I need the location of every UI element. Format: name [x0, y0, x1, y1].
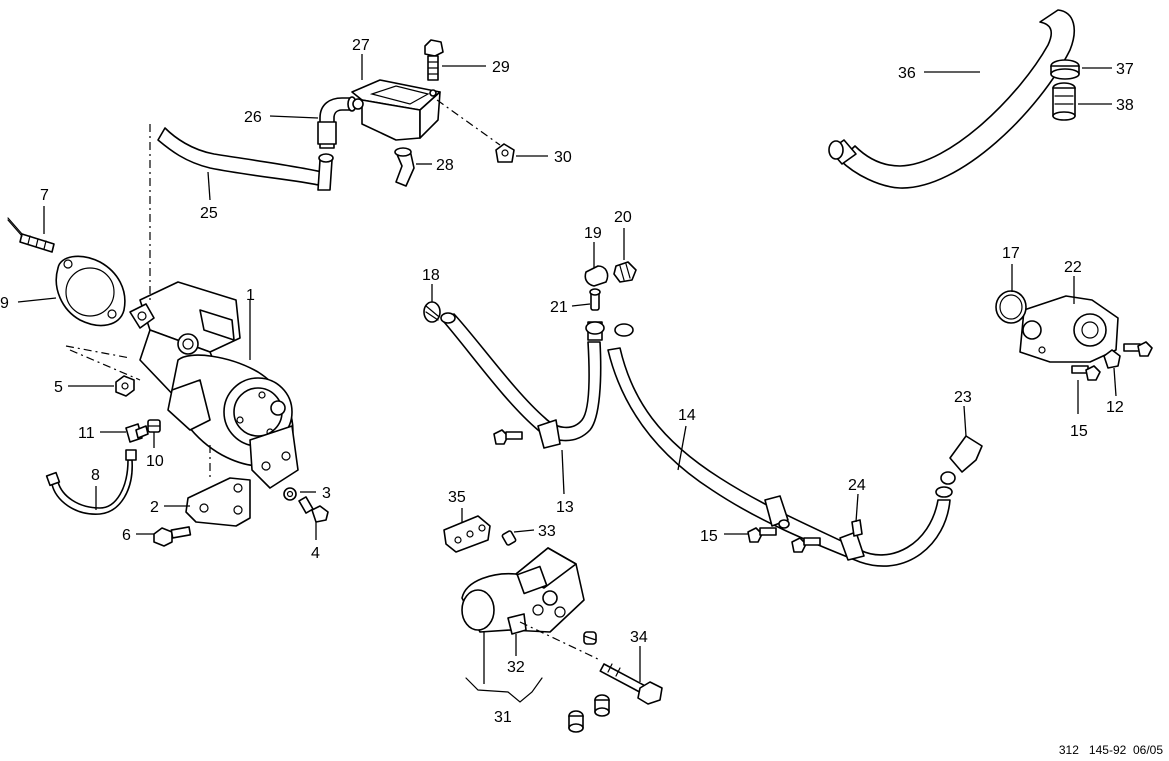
- fitting-11: [125, 423, 149, 443]
- callout-4: 4: [311, 545, 320, 562]
- callout-13: 13: [556, 499, 574, 516]
- callout-labels: 1 2 3 4 5 6 7 8 9 10 11 12 13 14 15 15 1…: [0, 37, 1134, 726]
- callout-24: 24: [848, 477, 866, 494]
- callout-18: 18: [422, 267, 440, 284]
- washer-3: [283, 487, 297, 501]
- nut-mid: [778, 519, 790, 529]
- callout-32: 32: [507, 659, 525, 676]
- bolt-15-right: [1071, 365, 1101, 381]
- stud-7: [19, 233, 55, 253]
- footer-code: 312: [1058, 743, 1079, 757]
- callout-14: 14: [678, 407, 696, 424]
- footer-number: 145-92: [1088, 743, 1127, 757]
- callout-27: 27: [352, 37, 370, 54]
- callout-22: 22: [1064, 259, 1082, 276]
- callout-37: 37: [1116, 61, 1134, 78]
- hose-clamp-37: [1050, 59, 1080, 80]
- callout-1: 1: [246, 287, 255, 304]
- valve-assembly-31: [461, 547, 585, 635]
- pump-assembly-1: [129, 281, 299, 489]
- callout-30: 30: [554, 149, 572, 166]
- valve-21: [589, 288, 601, 311]
- callout-28: 28: [436, 157, 454, 174]
- hose-13: [440, 312, 603, 449]
- callout-11: 11: [78, 425, 95, 442]
- callout-36: 36: [898, 65, 916, 82]
- callout-25: 25: [200, 205, 218, 222]
- callout-3: 3: [322, 485, 331, 502]
- callout-23: 23: [954, 389, 972, 406]
- plug-12: [1103, 349, 1121, 369]
- callout-7: 7: [40, 187, 49, 204]
- bolt-right-2: [1123, 341, 1153, 357]
- callout-34: 34: [630, 629, 648, 646]
- valve-body-27: [351, 79, 441, 141]
- fitting-23: [940, 435, 983, 485]
- callout-8: 8: [91, 467, 100, 484]
- nut-5: [115, 375, 135, 397]
- callout-26: 26: [244, 109, 262, 126]
- gasket-9: [55, 255, 126, 327]
- cap-19: [584, 265, 609, 287]
- callout-10: 10: [146, 453, 164, 470]
- leader-lines: [17, 54, 1117, 684]
- hose-line-8: [45, 449, 137, 515]
- footer-date: 06/05: [1132, 743, 1163, 757]
- sleeve-38: [1052, 82, 1076, 121]
- screw-33: [501, 530, 517, 546]
- fitting-10: [147, 419, 161, 433]
- callout-19: 19: [584, 225, 602, 242]
- callout-38: 38: [1116, 97, 1134, 114]
- nut-30: [495, 143, 515, 163]
- gasket-35: [443, 515, 491, 553]
- callout-6: 6: [122, 527, 131, 544]
- elbow-fitting-26: [317, 96, 357, 149]
- callout-35: 35: [448, 489, 466, 506]
- callout-15-mid: 15: [700, 528, 718, 545]
- callout-29: 29: [492, 59, 510, 76]
- bolt-small-mid: [493, 429, 523, 445]
- callout-33: 33: [538, 523, 556, 540]
- callout-5: 5: [54, 379, 63, 396]
- bracket-2: [185, 477, 251, 527]
- inserts-bottom: [568, 694, 610, 733]
- bolt-15-mid: [747, 527, 777, 543]
- callout-21: 21: [550, 299, 568, 316]
- insert-small: [583, 631, 597, 645]
- clamp-18: [423, 301, 441, 323]
- hose-14: [607, 347, 953, 567]
- hose-25: [157, 127, 334, 191]
- elbow-28: [394, 147, 415, 187]
- bolt-29: [424, 39, 444, 81]
- bracket-22: [1019, 295, 1119, 363]
- bolt-6: [153, 526, 192, 547]
- plug-20: [613, 261, 637, 283]
- o-ring-17: [995, 290, 1027, 324]
- callout-12: 12: [1106, 399, 1124, 416]
- diagram-footer: 312 145-92 06/05: [1059, 743, 1163, 757]
- callout-20: 20: [614, 209, 632, 226]
- callout-2: 2: [150, 499, 159, 516]
- callout-9: 9: [0, 295, 9, 312]
- callout-31: 31: [494, 709, 512, 726]
- bolt-mid-2: [791, 537, 821, 553]
- bolt-4: [298, 496, 329, 523]
- bolt-34: [599, 663, 663, 705]
- clamp-upper: [585, 321, 634, 337]
- callout-17: 17: [1002, 245, 1020, 262]
- hose-36: [828, 9, 1076, 189]
- callout-15-right: 15: [1070, 423, 1088, 440]
